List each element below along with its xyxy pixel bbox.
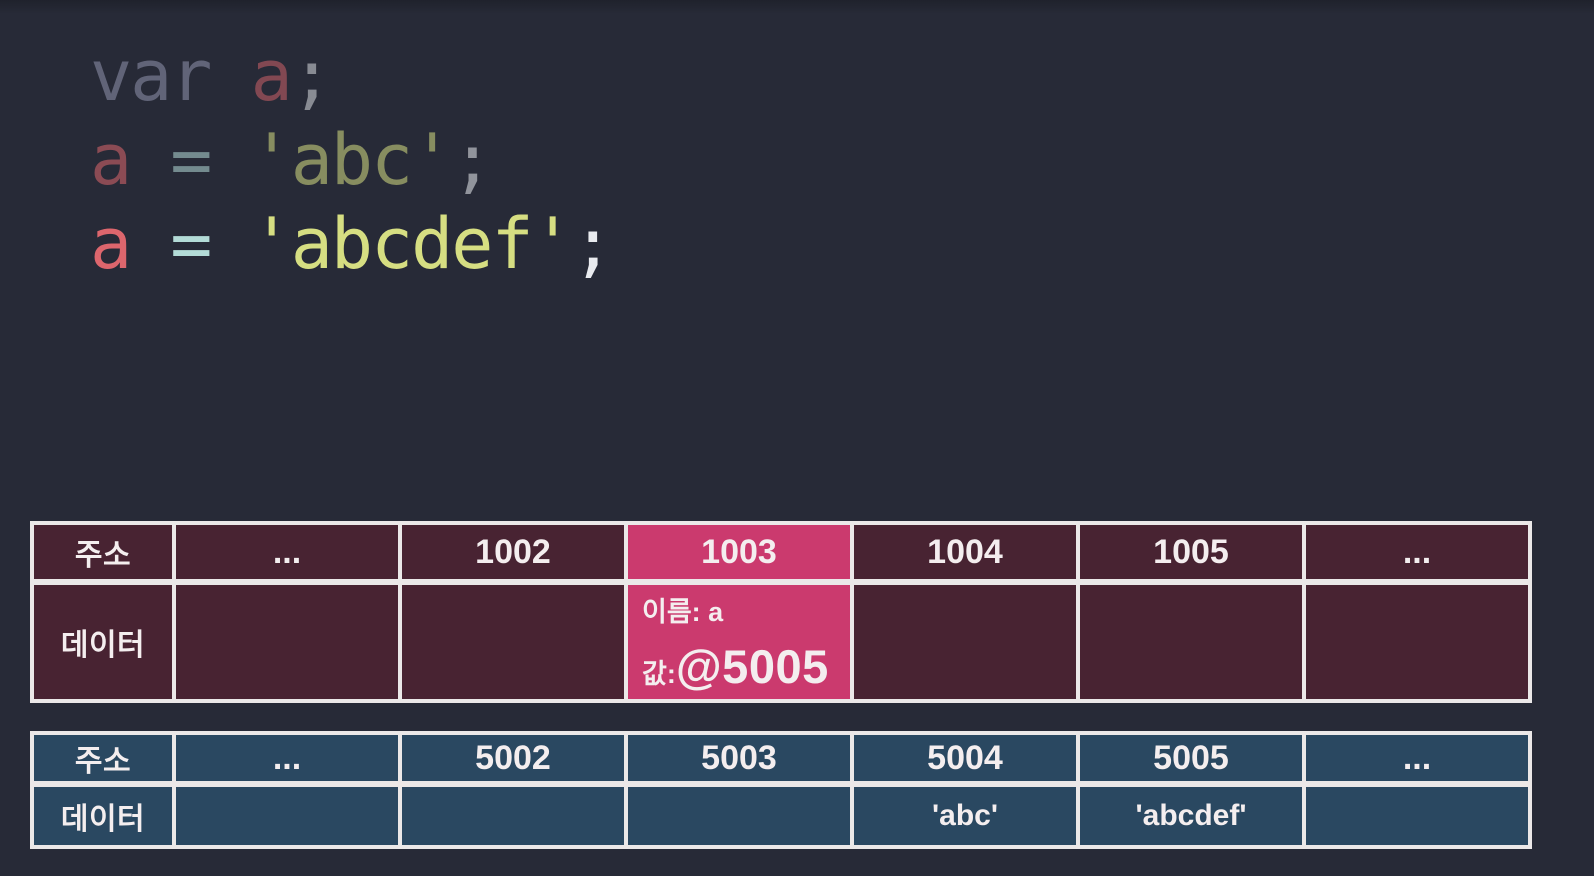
code-string-abcdef: 'abcdef'	[250, 203, 574, 285]
heap-data-cell-empty	[628, 787, 850, 845]
stack-data-cell-empty	[1306, 585, 1528, 699]
stack-address-cell-1005: 1005	[1080, 525, 1302, 579]
heap-address-cell-5004: 5004	[854, 735, 1076, 781]
code-semicolon: ;	[290, 35, 333, 117]
heap-data-cell-empty	[402, 787, 624, 845]
stack-address-cell-ellipsis-left: ...	[176, 525, 398, 579]
heap-address-cell-5002: 5002	[402, 735, 624, 781]
heap-memory-table: 주소 ... 5002 5003 5004 5005 ... 데이터 'abc'…	[30, 731, 1532, 849]
heap-address-row-header: 주소	[34, 735, 172, 781]
code-block: var a;a = 'abc';a = 'abcdef';	[90, 34, 614, 286]
stack-data-row-header: 데이터	[34, 585, 172, 699]
code-semicolon: ;	[451, 119, 493, 201]
code-variable-a: a	[90, 203, 132, 285]
code-keyword-var: var	[90, 35, 212, 117]
heap-data-cell-empty	[1306, 787, 1528, 845]
code-line-3: a = 'abcdef';	[90, 202, 614, 286]
code-semicolon: ;	[571, 203, 614, 285]
stack-data-cell-empty	[176, 585, 398, 699]
heap-data-cell-abc: 'abc'	[854, 787, 1076, 845]
stack-memory-table: 주소 ... 1002 1003 1004 1005 ... 데이터 이름: a…	[30, 521, 1532, 703]
code-line-1: var a;	[90, 34, 612, 118]
heap-address-cell-ellipsis-right: ...	[1306, 735, 1528, 781]
code-variable-a: a	[210, 35, 293, 117]
heap-address-cell-5005: 5005	[1080, 735, 1302, 781]
heap-data-row-header: 데이터	[34, 787, 172, 845]
stack-data-cell-empty	[402, 585, 624, 699]
variable-value-prefix: 값:	[642, 659, 676, 689]
heap-data-cell-abcdef: 'abcdef'	[1080, 787, 1302, 845]
stack-address-cell-1004: 1004	[854, 525, 1076, 579]
variable-name-label: 이름: a	[642, 597, 724, 627]
code-variable-a: a	[90, 119, 132, 201]
variable-value-line: 값: @5005	[642, 639, 829, 694]
stack-data-cell-empty	[1080, 585, 1302, 699]
stack-data-cell-empty	[854, 585, 1076, 699]
code-assign-operator: =	[130, 119, 251, 201]
stack-address-cell-ellipsis-right: ...	[1306, 525, 1528, 579]
stack-data-cell-1003-variable: 이름: a 값: @5005	[628, 585, 850, 699]
variable-value-pointer: @5005	[675, 640, 829, 693]
code-line-2: a = 'abc';	[90, 118, 612, 202]
heap-address-cell-ellipsis-left: ...	[176, 735, 398, 781]
heap-address-cell-5003: 5003	[628, 735, 850, 781]
stack-address-cell-1002: 1002	[402, 525, 624, 579]
code-string-abc: 'abc'	[250, 119, 454, 201]
stack-address-row-header: 주소	[34, 525, 172, 579]
code-assign-operator: =	[130, 203, 251, 285]
stack-address-cell-1003-highlighted: 1003	[628, 525, 850, 579]
heap-data-cell-empty	[176, 787, 398, 845]
